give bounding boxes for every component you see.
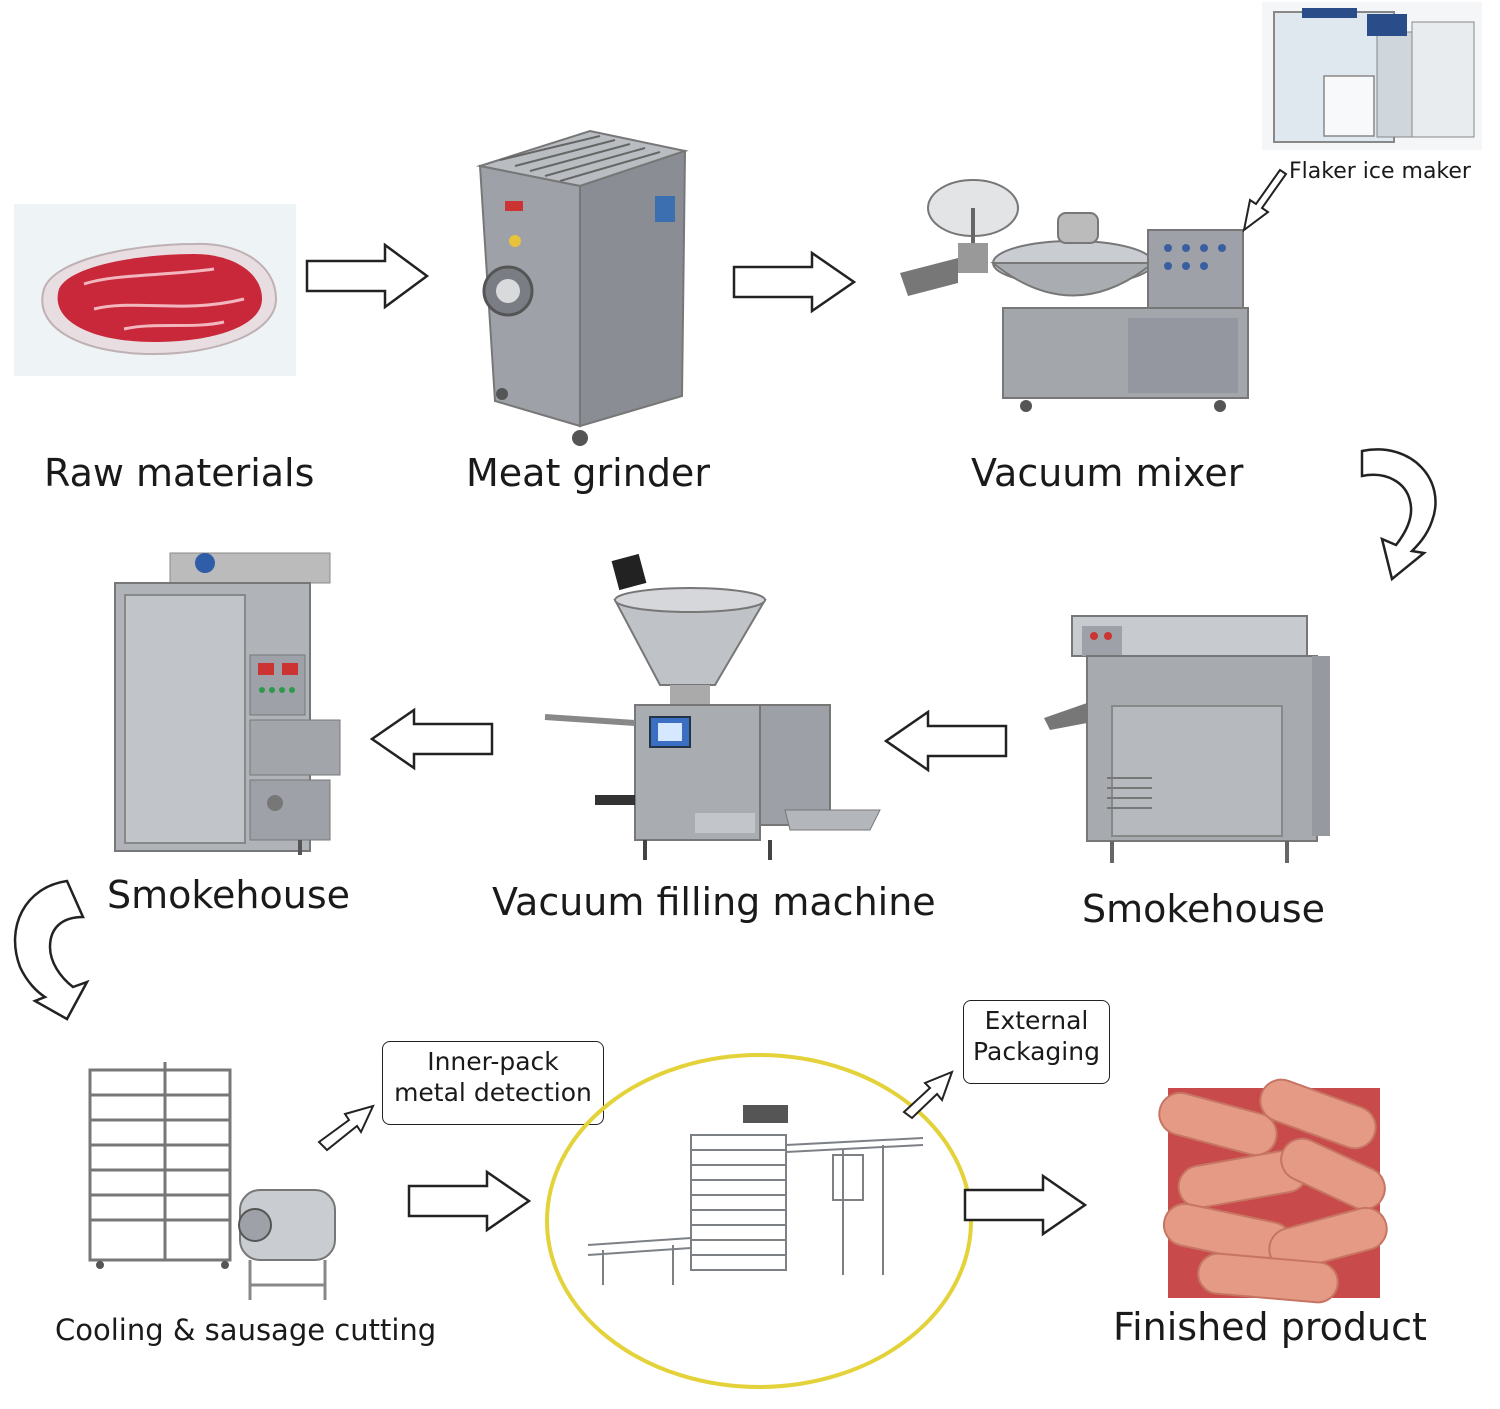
finished-product-image	[1158, 1078, 1388, 1304]
vacuum-mixer-label: Vacuum mixer	[971, 451, 1244, 495]
meat-grinder-label: Meat grinder	[466, 451, 710, 495]
arrow-up-right-icon	[902, 1070, 954, 1120]
vacuum-mixer-image	[900, 179, 1249, 412]
flaker-ice-maker-image	[1262, 2, 1482, 150]
smokehouse-right-image	[1044, 615, 1330, 863]
cooling-sausage-cutting-label: Cooling & sausage cutting	[55, 1313, 437, 1347]
inner-pack-metal-detection-box: Inner-pack metal detection	[382, 1041, 604, 1125]
flaker-ice-maker-label: Flaker ice maker	[1289, 159, 1471, 184]
meat-grinder-image	[476, 129, 689, 446]
cooling-sausage-cutting-image	[88, 1062, 336, 1300]
external-packaging-box: External Packaging	[963, 1000, 1110, 1084]
arrow-right-icon	[963, 1173, 1088, 1237]
inner-pack-label-line1: Inner-pack	[427, 1047, 559, 1076]
smokehouse-left-image	[114, 552, 341, 855]
vacuum-filling-machine-image	[544, 553, 881, 860]
arrow-right-icon	[732, 250, 857, 314]
arrow-down-left-icon	[1242, 168, 1288, 233]
external-packaging-label-line2: Packaging	[973, 1037, 1100, 1066]
vacuum-filling-machine-label: Vacuum filling machine	[492, 880, 936, 924]
arrow-up-right-icon	[317, 1104, 375, 1152]
finished-product-label: Finished product	[1113, 1305, 1427, 1349]
arrow-left-icon	[369, 707, 494, 771]
smokehouse-right-label: Smokehouse	[1082, 887, 1326, 931]
arrow-left-icon	[883, 709, 1008, 773]
inner-pack-label-line2: metal detection	[394, 1078, 592, 1107]
raw-materials-label: Raw materials	[44, 451, 315, 495]
curved-arrow-down-icon	[13, 879, 90, 1021]
raw-materials-image	[14, 204, 296, 376]
arrow-right-icon	[305, 242, 430, 310]
arrow-right-icon	[407, 1169, 532, 1233]
curved-arrow-down-icon	[1360, 448, 1437, 582]
external-packaging-label-line1: External	[984, 1006, 1089, 1035]
smokehouse-left-label: Smokehouse	[107, 873, 351, 917]
